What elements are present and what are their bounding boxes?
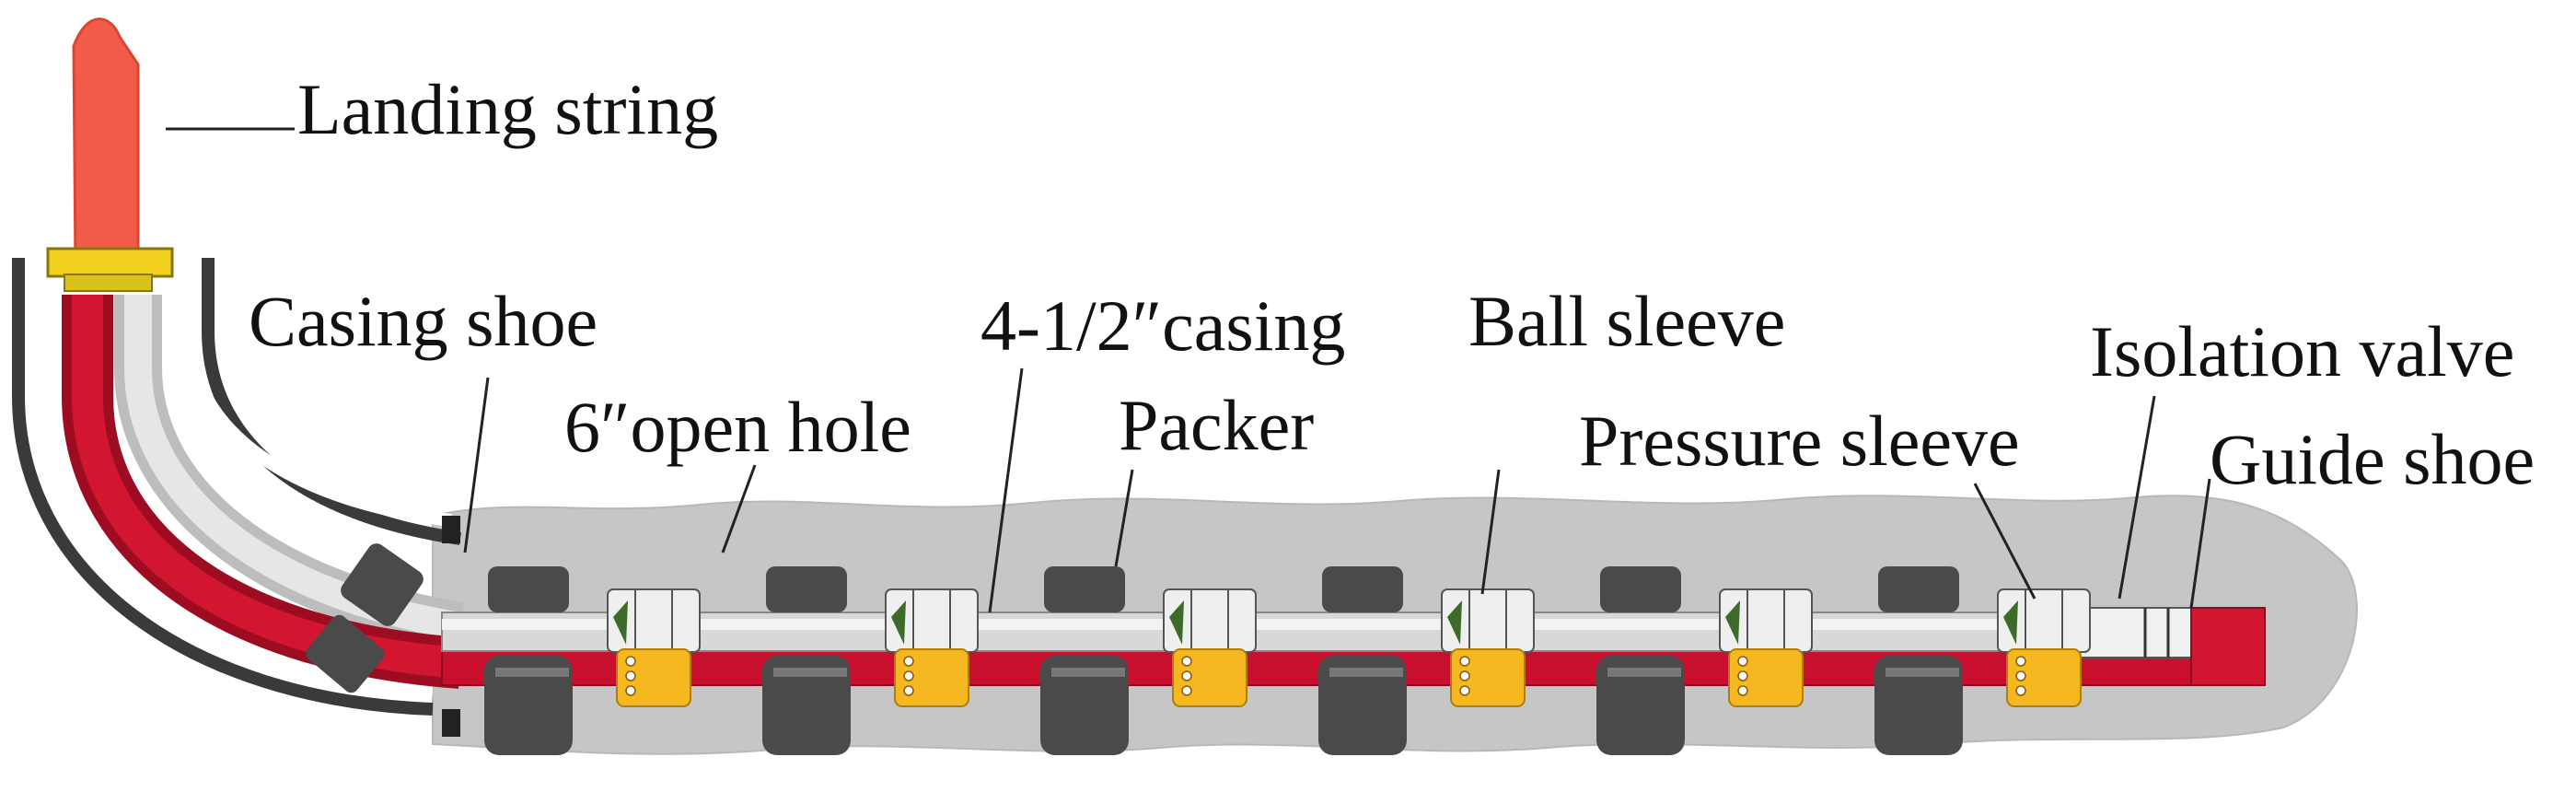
sleeve-port bbox=[2015, 670, 2026, 681]
leader-isolation-valve bbox=[2118, 395, 2156, 600]
label-landing-string: Landing string bbox=[297, 69, 718, 149]
sleeve-port bbox=[1181, 656, 1192, 667]
packer-highlight bbox=[1051, 668, 1125, 677]
sleeve-port bbox=[625, 670, 636, 681]
packer-highlight bbox=[1329, 668, 1403, 677]
sleeve-valve bbox=[1725, 600, 1740, 645]
sleeve-port bbox=[625, 656, 636, 667]
packer-bottom bbox=[1040, 656, 1129, 755]
stages-group bbox=[484, 566, 2091, 755]
landing-string bbox=[46, 17, 174, 292]
casing-shoe bbox=[306, 516, 460, 737]
leader-open-hole bbox=[721, 464, 757, 553]
leader-packer bbox=[1114, 469, 1134, 567]
sleeve-port bbox=[1737, 656, 1748, 667]
packer-top bbox=[1878, 566, 1959, 612]
packer-bottom bbox=[762, 656, 851, 755]
leader-casing bbox=[988, 367, 1024, 613]
leader-lines bbox=[166, 127, 2211, 613]
packer-highlight bbox=[1886, 668, 1959, 677]
leader-guide-shoe bbox=[2189, 478, 2211, 609]
packer-bottom bbox=[1596, 656, 1685, 755]
sleeve-port bbox=[903, 656, 914, 667]
leader-pressure-sleeve bbox=[1973, 483, 2036, 600]
sleeve-port bbox=[2015, 685, 2026, 696]
packer-highlight bbox=[773, 668, 847, 677]
label-open-hole: 6″open hole bbox=[564, 387, 911, 467]
leader-ball-sleeve bbox=[1480, 469, 1501, 595]
sleeve-port bbox=[1181, 670, 1192, 681]
sleeve-port bbox=[1737, 685, 1748, 696]
packer-highlight bbox=[495, 668, 569, 677]
packer-top bbox=[488, 566, 569, 612]
sleeve-port bbox=[1737, 670, 1748, 681]
packer-bottom bbox=[1318, 656, 1407, 755]
packer-highlight bbox=[1607, 668, 1681, 677]
sleeve-valve bbox=[891, 600, 906, 645]
label-isolation-valve: Isolation valve bbox=[2090, 311, 2514, 391]
packer-top bbox=[766, 566, 847, 612]
sleeve-valve bbox=[613, 600, 628, 645]
sleeve-port bbox=[1459, 656, 1470, 667]
packer-bottom bbox=[1874, 656, 1963, 755]
sleeve-port bbox=[1181, 685, 1192, 696]
sleeve-port bbox=[903, 685, 914, 696]
sleeve-valve bbox=[1169, 600, 1184, 645]
packer-top bbox=[1044, 566, 1125, 612]
sleeve-port bbox=[2015, 656, 2026, 667]
packer-bottom bbox=[484, 656, 573, 755]
sleeve-port bbox=[1459, 685, 1470, 696]
label-pressure-sleeve: Pressure sleeve bbox=[1579, 401, 2020, 481]
packer-top bbox=[1322, 566, 1403, 612]
label-guide-shoe: Guide shoe bbox=[2210, 419, 2535, 499]
sleeve-valve bbox=[1447, 600, 1462, 645]
sleeve-port bbox=[1459, 670, 1470, 681]
sleeve-port bbox=[903, 670, 914, 681]
label-ball-sleeve: Ball sleeve bbox=[1468, 281, 1785, 361]
sleeve-valve bbox=[2003, 600, 2018, 645]
label-casing: 4-1/2″casing bbox=[981, 285, 1345, 366]
label-packer: Packer bbox=[1119, 385, 1314, 465]
leader-casing-shoe bbox=[463, 377, 490, 553]
sleeve-port bbox=[625, 685, 636, 696]
packer-top bbox=[1600, 566, 1681, 612]
label-casing-shoe: Casing shoe bbox=[249, 281, 598, 361]
